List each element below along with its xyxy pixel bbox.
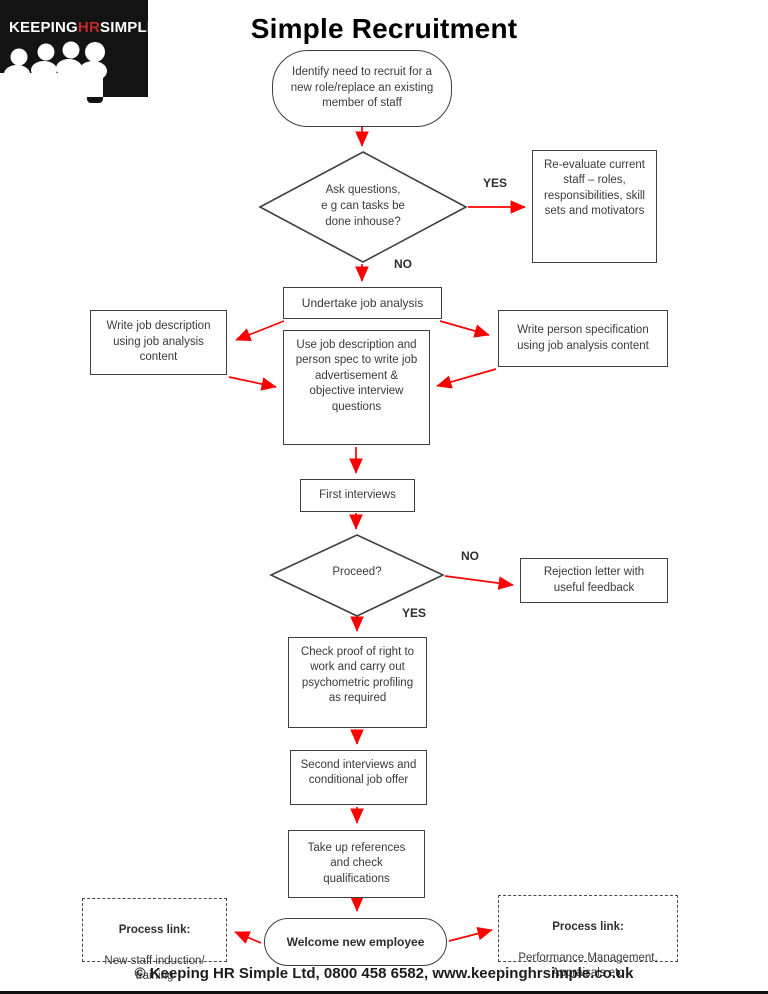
keeping-hr-simple-logo: KEEPINGHRSIMPLE [0, 0, 157, 104]
process-link-body: New staff induction/ training [104, 954, 205, 983]
node-process-link-induction: Process link: New staff induction/ train… [82, 898, 227, 982]
logo-word-hr: HR [77, 19, 100, 36]
process-link-body: Performance Management, Appraisals etc [518, 951, 658, 980]
node-rejection-letter: Rejection letter with useful feedback [520, 558, 668, 603]
logo-wordmark: KEEPINGHRSIMPLE [9, 19, 157, 36]
label-no-inhouse: NO [394, 257, 412, 271]
process-link-title: Process link: [552, 920, 624, 933]
node-first-interviews: First interviews [300, 479, 415, 512]
node-ask-questions: Ask questions, e g can tasks be done inh… [321, 184, 405, 228]
node-process-link-performance: Process link: Performance Management, Ap… [498, 895, 678, 979]
node-identify-need: Identify need to recruit for a new role/… [272, 50, 452, 127]
node-use-jd-and-spec: Use job description and person spec to w… [283, 330, 430, 445]
label-no-proceed: NO [461, 549, 479, 563]
bottom-border [0, 991, 768, 994]
node-welcome-new-employee: Welcome new employee [264, 918, 447, 966]
footer-copyright: © Keeping HR Simple Ltd, 0800 458 6582, … [134, 965, 634, 982]
logo-word-keeping: KEEPING [9, 19, 78, 36]
node-undertake-job-analysis: Undertake job analysis [283, 287, 442, 319]
label-yes-inhouse: YES [483, 176, 508, 190]
node-second-interviews: Second interviews and conditional job of… [290, 750, 427, 805]
logo-word-simple: SIMPLE [100, 19, 158, 36]
label-yes-proceed: YES [402, 606, 427, 620]
page-title: Simple Recruitment [250, 13, 518, 44]
node-write-job-description: Write job description using job analysis… [90, 310, 227, 375]
node-re-evaluate-staff: Re-evaluate current staff – roles, respo… [532, 150, 657, 263]
people-silhouettes-icon [0, 0, 148, 103]
node-check-proof: Check proof of right to work and carry o… [288, 637, 427, 728]
node-take-up-references: Take up references and check qualificati… [288, 830, 425, 898]
node-proceed: Proceed? [332, 566, 382, 579]
node-write-person-spec: Write person specification using job ana… [498, 310, 668, 367]
process-link-title: Process link: [118, 923, 191, 936]
